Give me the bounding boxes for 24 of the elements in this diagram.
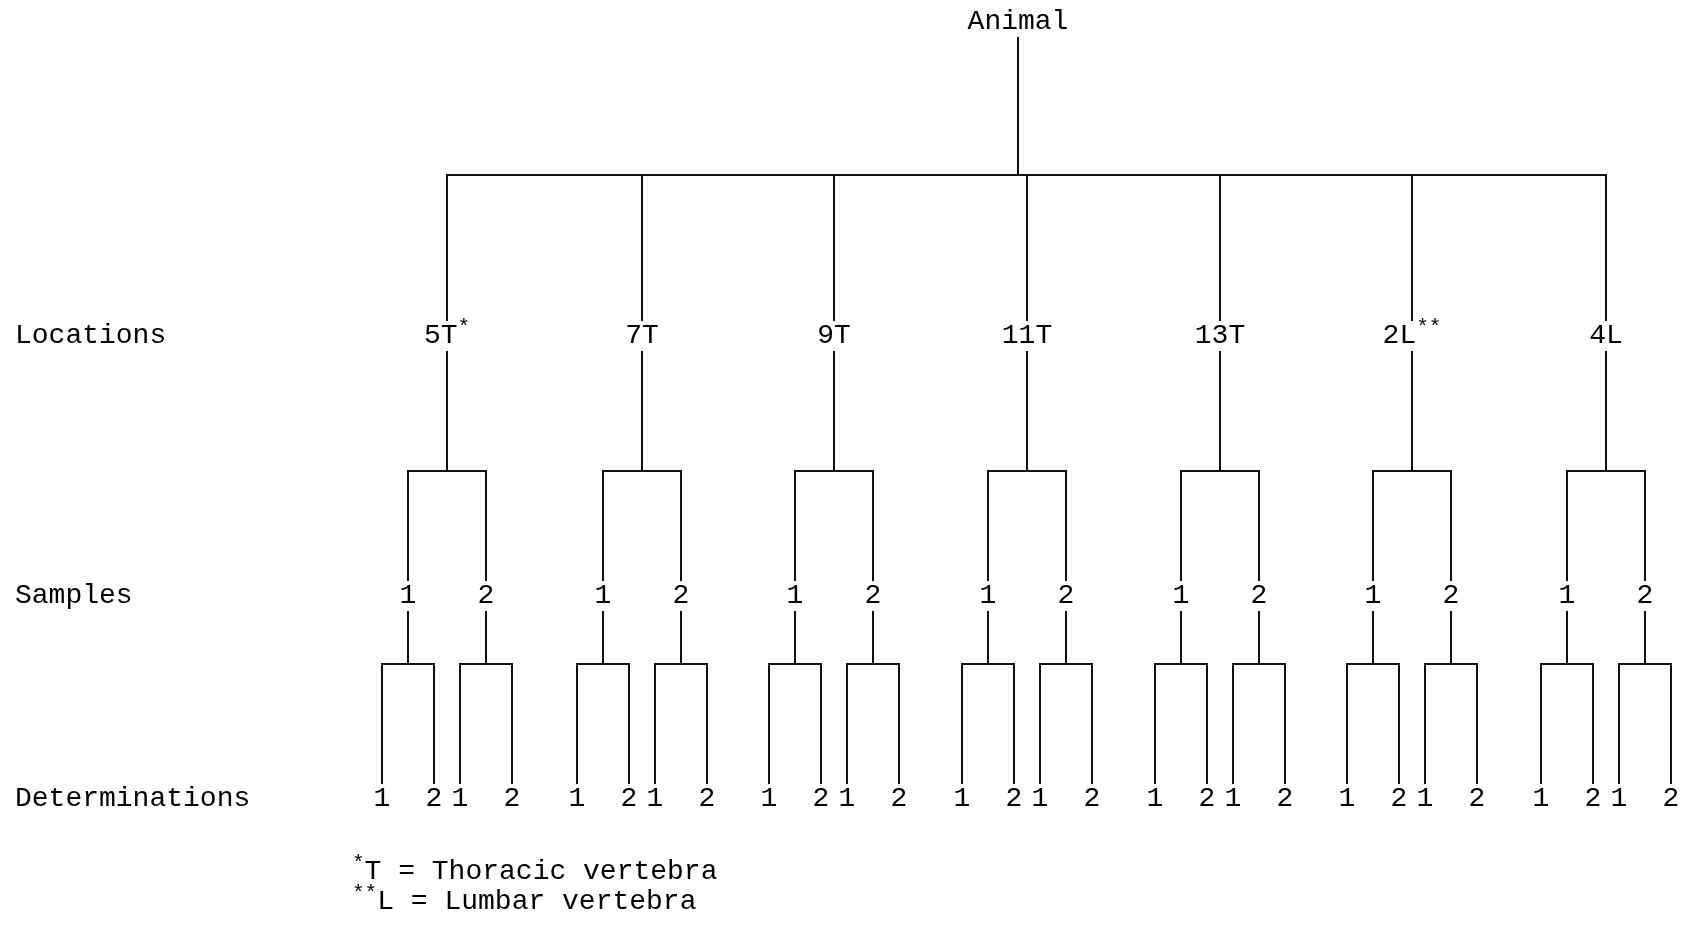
tree-line — [987, 610, 1015, 785]
tree-line — [1180, 610, 1208, 785]
tree-line — [1258, 610, 1286, 785]
tree-line — [872, 610, 900, 785]
tree-line — [407, 610, 435, 785]
row-label: Locations — [15, 321, 167, 351]
tree-line — [1411, 350, 1452, 582]
tree-line — [446, 350, 487, 582]
tree-line — [1026, 350, 1067, 582]
tree-line — [794, 610, 822, 785]
tree-line — [833, 350, 874, 582]
tree-line — [1450, 610, 1478, 785]
tree-line — [1566, 610, 1594, 785]
row-label: Samples — [15, 581, 133, 611]
tree-line — [1219, 350, 1260, 582]
tree-line — [485, 610, 513, 785]
tree-line — [602, 610, 630, 785]
tree-line — [1644, 610, 1672, 785]
tree-line — [680, 610, 708, 785]
tree-line — [1372, 610, 1400, 785]
tree-line — [1605, 350, 1646, 582]
row-label: Determinations — [15, 784, 251, 814]
tree-line — [641, 350, 682, 582]
tree-line — [1065, 610, 1093, 785]
